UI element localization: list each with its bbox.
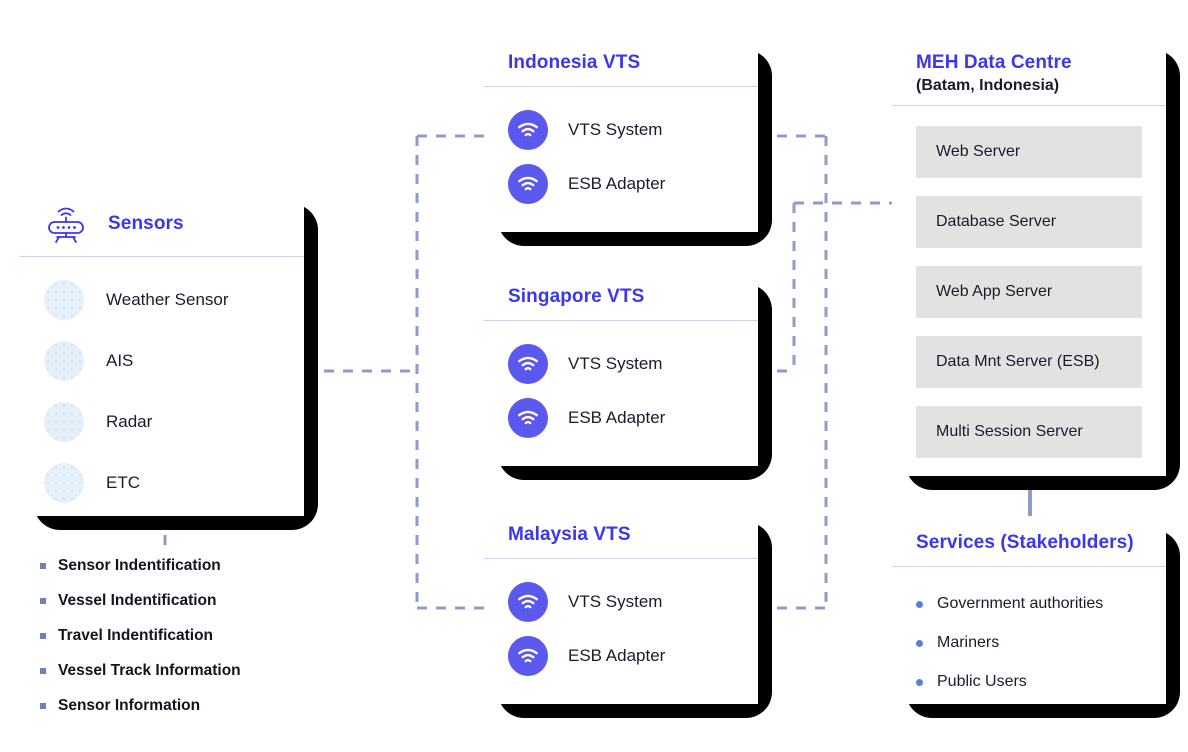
vts-row-label: VTS System xyxy=(568,591,663,611)
card-header: Singapore VTS xyxy=(484,270,758,321)
list-item: Vessel Indentification xyxy=(40,583,370,618)
vts-row-label: VTS System xyxy=(568,353,663,373)
meh-data-centre-card: MEH Data Centre (Batam, Indonesia) Web S… xyxy=(892,36,1180,490)
indonesia-vts-card: Indonesia VTS VTS System xyxy=(484,36,772,246)
vts-row-label: ESB Adapter xyxy=(568,173,666,193)
card-title: MEH Data Centre xyxy=(916,52,1072,73)
info-item-label: Sensor Information xyxy=(58,696,201,714)
wifi-icon xyxy=(508,109,548,150)
wifi-icon xyxy=(508,635,548,676)
list-item[interactable]: Radar xyxy=(44,391,280,452)
list-item[interactable]: ETC xyxy=(44,452,280,513)
router-sensor-icon xyxy=(48,207,84,243)
server-item-label: Multi Session Server xyxy=(936,423,1083,441)
sensor-dot-icon xyxy=(44,279,84,320)
bullet-icon xyxy=(916,639,923,647)
list-item[interactable]: Public Users xyxy=(916,663,1142,702)
info-item-label: Sensor Indentification xyxy=(58,556,221,574)
bullet-icon xyxy=(916,600,923,608)
list-item[interactable]: ESB Adapter xyxy=(508,629,734,683)
list-item[interactable]: Weather Sensor xyxy=(44,269,280,330)
server-item[interactable]: Web App Server xyxy=(916,266,1142,319)
stakeholder-label: Government authorities xyxy=(937,595,1104,613)
info-item-label: Vessel Track Information xyxy=(58,661,241,679)
bullet-icon xyxy=(916,678,923,686)
server-item-label: Database Server xyxy=(936,213,1057,231)
wifi-icon xyxy=(508,397,548,438)
bullet-icon xyxy=(40,632,46,639)
sensor-item-label: AIS xyxy=(106,350,134,370)
sensor-item-label: ETC xyxy=(106,472,140,492)
server-item[interactable]: Multi Session Server xyxy=(916,406,1142,459)
card-title: Malaysia VTS xyxy=(508,524,631,545)
malaysia-vts-card: Malaysia VTS VTS System xyxy=(484,508,772,718)
card-header: Services (Stakeholders) xyxy=(892,516,1166,567)
card-content: VTS System ESB Adapter xyxy=(484,87,758,225)
card-header: MEH Data Centre (Batam, Indonesia) xyxy=(892,36,1166,107)
stakeholder-label: Mariners xyxy=(937,634,1000,652)
list-item[interactable]: ESB Adapter xyxy=(508,157,734,211)
sensor-information-list: Sensor Indentification Vessel Indentific… xyxy=(40,548,370,723)
list-item: Sensor Information xyxy=(40,688,370,723)
sensor-item-label: Radar xyxy=(106,411,153,431)
vts-row-label: ESB Adapter xyxy=(568,407,666,427)
singapore-vts-card: Singapore VTS VTS System xyxy=(484,270,772,480)
list-item[interactable]: VTS System xyxy=(508,575,734,629)
card-title: Singapore VTS xyxy=(508,286,645,307)
vts-row-label: ESB Adapter xyxy=(568,645,666,665)
card-content: VTS System ESB Adapter xyxy=(484,321,758,459)
server-item[interactable]: Web Server xyxy=(916,126,1142,179)
vts-row-label: VTS System xyxy=(568,119,663,139)
wifi-icon xyxy=(508,343,548,384)
card-surface xyxy=(892,516,1166,704)
sensors-list: Weather Sensor AIS Radar ETC xyxy=(20,257,304,527)
stakeholder-label: Public Users xyxy=(937,673,1027,691)
server-item[interactable]: Data Mnt Server (ESB) xyxy=(916,336,1142,389)
sensor-dot-icon xyxy=(44,462,84,503)
bullet-icon xyxy=(40,562,46,569)
card-subtitle: (Batam, Indonesia) xyxy=(916,76,1060,94)
list-item[interactable]: Mariners xyxy=(916,624,1142,663)
card-content: VTS System ESB Adapter xyxy=(484,559,758,697)
list-item: Travel Indentification xyxy=(40,618,370,653)
card-header: Indonesia VTS xyxy=(484,36,758,87)
info-item-label: Vessel Indentification xyxy=(58,591,217,609)
bullet-icon xyxy=(40,597,46,604)
sensor-dot-icon xyxy=(44,340,84,381)
server-item-label: Web App Server xyxy=(936,283,1053,301)
sensors-card-header: Sensors xyxy=(20,190,304,257)
server-item-label: Data Mnt Server (ESB) xyxy=(936,353,1100,371)
card-header: Malaysia VTS xyxy=(484,508,758,559)
list-item[interactable]: VTS System xyxy=(508,103,734,157)
list-item[interactable]: ESB Adapter xyxy=(508,391,734,445)
list-item[interactable]: Government authorities xyxy=(916,585,1142,624)
list-item: Sensor Indentification xyxy=(40,548,370,583)
sensor-item-label: Weather Sensor xyxy=(106,289,229,309)
card-title: Indonesia VTS xyxy=(508,52,641,73)
card-surface xyxy=(892,36,1166,476)
server-item[interactable]: Database Server xyxy=(916,196,1142,249)
services-stakeholders-card: Services (Stakeholders) Government autho… xyxy=(892,516,1180,718)
server-item-label: Web Server xyxy=(936,143,1021,161)
card-title: Services (Stakeholders) xyxy=(916,532,1134,553)
bullet-icon xyxy=(40,667,46,674)
sensors-card-title: Sensors xyxy=(108,213,184,235)
stakeholder-list: Government authorities Mariners Public U… xyxy=(892,567,1166,716)
sensors-card: Sensors Weather Sensor AIS Radar ETC xyxy=(20,190,318,530)
list-item[interactable]: VTS System xyxy=(508,337,734,391)
sensor-dot-icon xyxy=(44,401,84,442)
wifi-icon xyxy=(508,163,548,204)
wifi-icon xyxy=(508,581,548,622)
bullet-icon xyxy=(40,702,46,709)
info-item-label: Travel Indentification xyxy=(58,626,214,644)
server-list: Web Server Database Server Web App Serve… xyxy=(892,106,1166,459)
list-item[interactable]: AIS xyxy=(44,330,280,391)
list-item: Vessel Track Information xyxy=(40,653,370,688)
